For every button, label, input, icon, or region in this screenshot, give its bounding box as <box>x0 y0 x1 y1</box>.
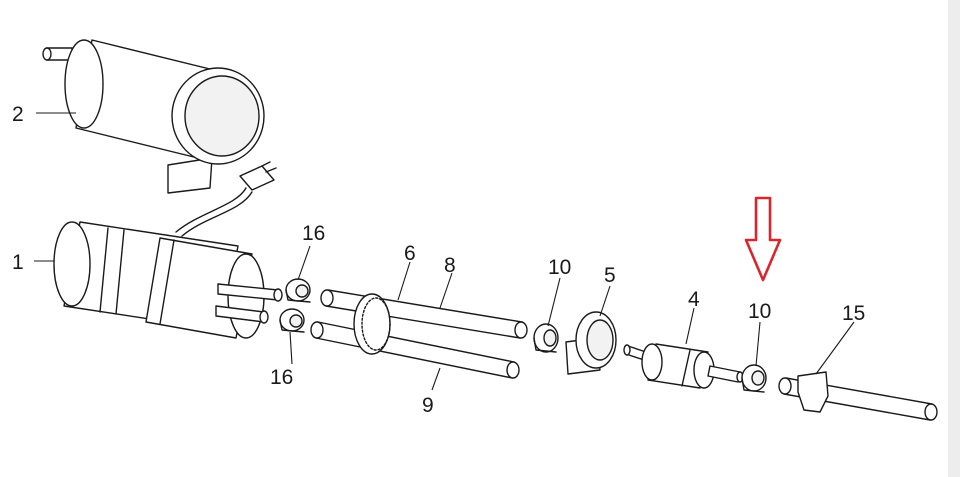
red-down-arrow-icon <box>744 196 782 282</box>
callout-15: 15 <box>842 302 865 325</box>
callout-8: 8 <box>444 254 456 277</box>
callout-9: 9 <box>422 394 434 417</box>
wire-harness <box>175 161 277 237</box>
leader-lines <box>34 112 855 391</box>
callout-16-top: 16 <box>302 222 325 245</box>
part-6-hose-sleeve <box>353 293 391 355</box>
callout-10-right: 10 <box>748 300 771 323</box>
part-2-pump-housing <box>42 39 265 194</box>
part-10-clamp-left <box>533 323 559 353</box>
callout-6: 6 <box>404 242 416 265</box>
callout-2: 2 <box>12 103 24 126</box>
part-1-fuel-pump <box>53 221 283 339</box>
callout-5: 5 <box>604 264 616 287</box>
part-16-clamp-upper <box>285 278 311 303</box>
callout-16-bottom: 16 <box>270 366 293 389</box>
part-5-fitting <box>565 311 617 375</box>
callout-4: 4 <box>688 288 700 311</box>
callout-10-left: 10 <box>548 256 571 279</box>
callout-1: 1 <box>12 251 24 274</box>
part-10-clamp-right <box>741 364 767 393</box>
part-4-fuel-filter <box>623 343 744 389</box>
part-16-clamp-lower <box>279 308 305 333</box>
scrollbar-strip <box>948 0 960 477</box>
part-15-outlet-hose <box>778 371 938 421</box>
